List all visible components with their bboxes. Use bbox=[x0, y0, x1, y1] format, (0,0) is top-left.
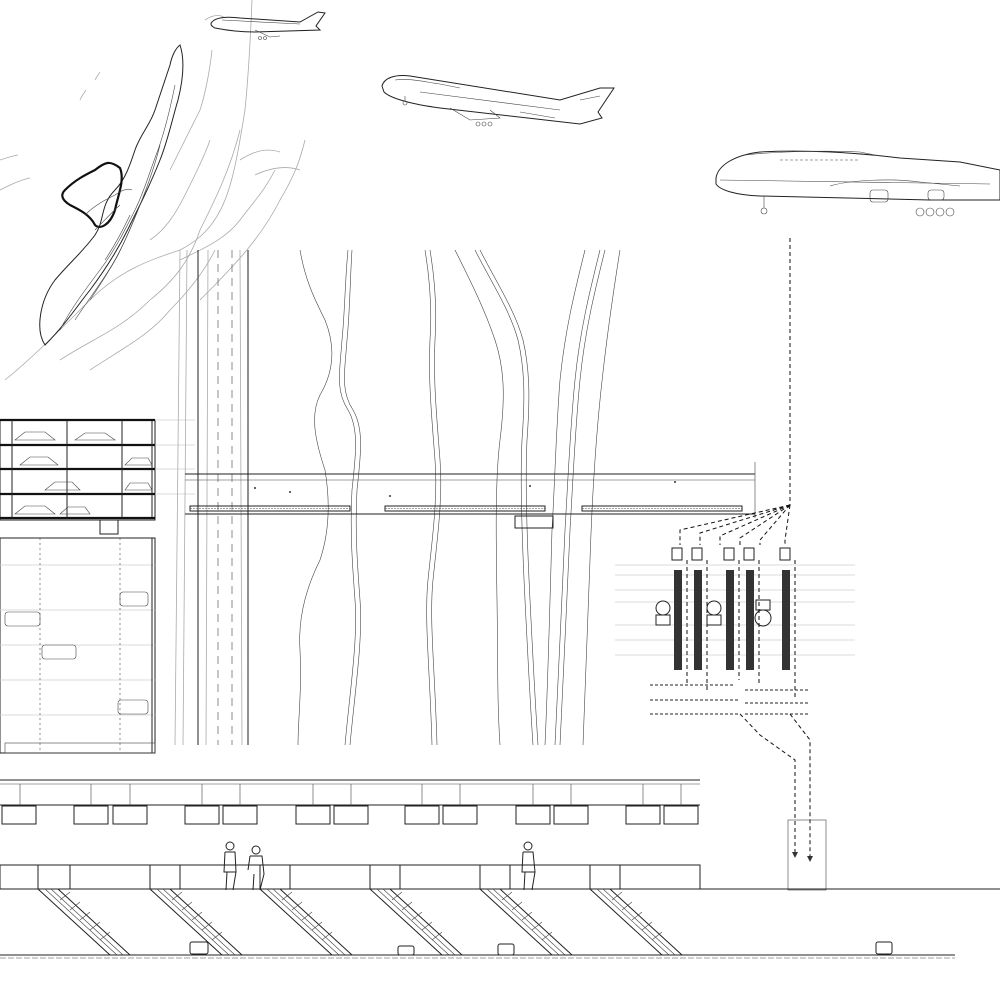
multi-level-parking-structure bbox=[0, 418, 195, 754]
baggage-handling-system bbox=[615, 238, 855, 891]
airliner-takeoff-large bbox=[381, 75, 615, 127]
scanner-columns bbox=[655, 547, 791, 670]
platform-level bbox=[0, 779, 1000, 891]
escalator-ramps bbox=[0, 888, 955, 959]
terrain-contour-map bbox=[0, 0, 306, 381]
person-figure bbox=[223, 841, 237, 891]
person-figure bbox=[521, 841, 536, 891]
escalator bbox=[588, 888, 684, 956]
escalator bbox=[368, 888, 464, 956]
roadway-lanes bbox=[174, 249, 249, 746]
river-channels bbox=[297, 249, 621, 746]
airliner-takeoff-small bbox=[210, 11, 326, 40]
escalator bbox=[36, 888, 132, 956]
person-figure bbox=[247, 845, 265, 891]
elevated-deck bbox=[185, 462, 756, 529]
escalator bbox=[478, 888, 574, 956]
airliner-ground bbox=[715, 150, 1000, 217]
escalator bbox=[258, 888, 354, 956]
